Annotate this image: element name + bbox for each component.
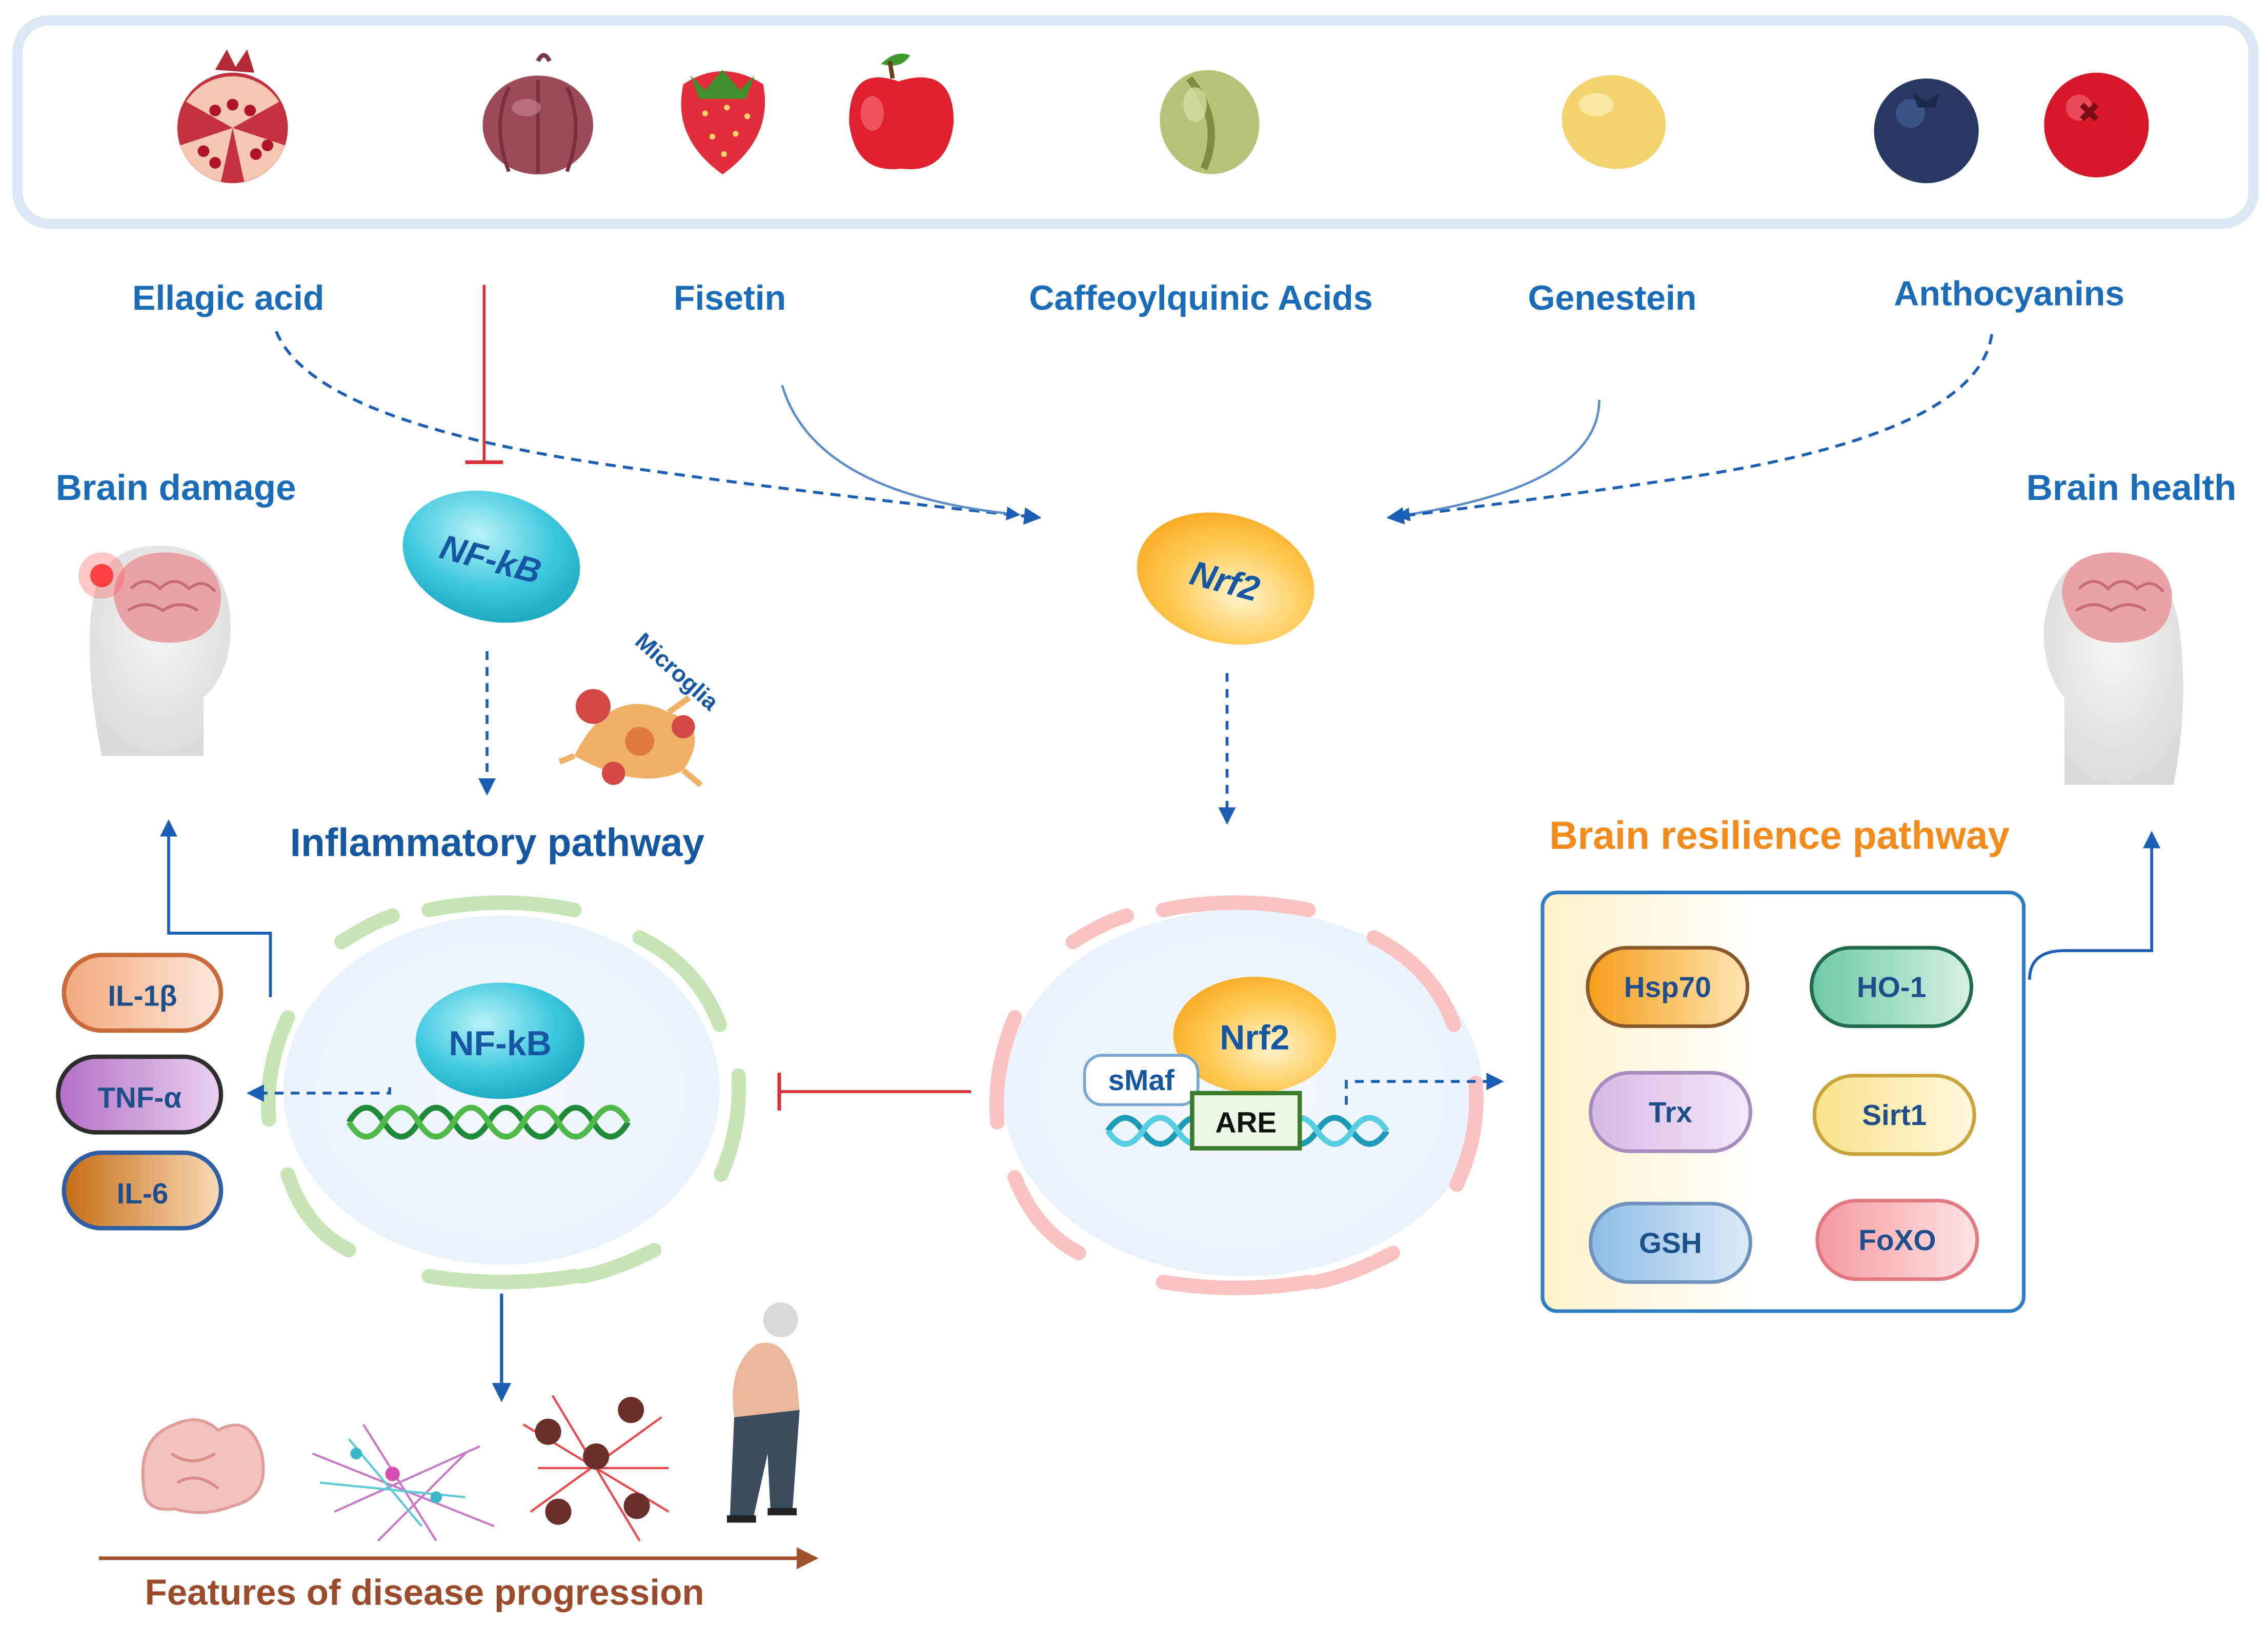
anthocyanins-to-nrf2-arrow: [1386, 334, 1993, 525]
tnfa-pill: TNF-α: [56, 1054, 224, 1135]
smaf-label: sMaf: [1108, 1064, 1174, 1097]
are-label: ARE: [1216, 1107, 1277, 1139]
disease-progression-label: Features of disease progression: [145, 1573, 704, 1613]
brain-health-head-icon: [2043, 552, 2183, 785]
nucleus-nrf2-label: Nrf2: [1220, 1018, 1289, 1057]
strawberry-icon: [681, 70, 765, 175]
gsh-pill: GSH: [1588, 1201, 1752, 1284]
compound-labels: Ellagic acid Fisetin Caffeoylquinic Acid…: [132, 274, 2124, 317]
nrf2-cytoplasm: Nrf2: [1137, 512, 1314, 645]
inflammatory-pathway-title: Inflammatory pathway: [290, 821, 705, 865]
cranberry-icon: [2044, 72, 2149, 177]
il6-pill: IL-6: [62, 1150, 224, 1231]
soybean-icon: [1562, 75, 1666, 169]
brain-health-label: Brain health: [2027, 468, 2237, 508]
brain-section-icon: [141, 1418, 265, 1514]
trx-pill: Trx: [1588, 1071, 1752, 1153]
food-sources-panel: [12, 15, 2259, 229]
cytokine-list: IL-1β TNF-α IL-6: [56, 953, 224, 1231]
svg-text:GSH: GSH: [1639, 1228, 1702, 1260]
brain-damage-head-icon: [78, 546, 231, 756]
disease-progression-icons: [141, 1302, 800, 1542]
ellagic-to-nrf2-arrow: [275, 331, 1042, 525]
inhibition-arrow-to-nfkb: [465, 285, 503, 465]
resilience-pathway-title: Brain resilience pathway: [1549, 814, 2010, 858]
microglia-label: Microglia: [630, 628, 724, 716]
inflammation-to-brain-damage-arrow: [159, 819, 272, 997]
il1b-pill: IL-1β: [62, 953, 224, 1033]
ho1-pill: HO-1: [1809, 946, 1974, 1028]
resilience-nucleus: Nrf2 sMaf ARE: [989, 895, 1504, 1295]
nfkb-cytoplasm: NF-kB: [402, 490, 580, 623]
label-genestein: Genestein: [1528, 278, 1697, 317]
label-caffeoylquinic-acids: Caffeoylquinic Acids: [1029, 278, 1372, 317]
microglia-icon: [558, 689, 703, 788]
blueberry-icon: [1874, 78, 1979, 184]
coffee-bean-icon: [1160, 70, 1260, 174]
svg-text:IL-6: IL-6: [117, 1178, 169, 1210]
inflammatory-nucleus: NF-kB: [246, 895, 746, 1290]
resilience-gene-box: Hsp70 HO-1 Trx Sirt1 GSH FoXO: [1541, 891, 2026, 1313]
svg-text:Trx: Trx: [1649, 1096, 1693, 1129]
are-to-genes-arrow: [1345, 1073, 1504, 1105]
genestein-to-nrf2-arrow: [1395, 399, 1601, 521]
amyloid-plaques-icon: [522, 1395, 670, 1542]
nrf2-inhibits-nfkb-line: [777, 1073, 971, 1111]
label-fisetin: Fisetin: [674, 278, 786, 317]
label-ellagic-acid: Ellagic acid: [132, 278, 324, 317]
dna-helix-left: [346, 1104, 631, 1140]
svg-text:TNF-α: TNF-α: [97, 1082, 181, 1114]
sirt1-pill: Sirt1: [1812, 1074, 1976, 1156]
fisetin-to-nrf2-arrow: [781, 385, 1021, 520]
nfkb-to-cytokines-arrow: [246, 1084, 391, 1102]
apple-icon: [849, 53, 954, 169]
svg-text:FoXO: FoXO: [1858, 1224, 1936, 1257]
neuron-network-icon: [312, 1423, 495, 1542]
onion-icon: [482, 53, 594, 175]
pomegranate-icon: [177, 49, 288, 184]
compound-connectors: [275, 285, 1993, 525]
hsp70-pill: Hsp70: [1586, 946, 1750, 1028]
label-anthocyanins: Anthocyanins: [1894, 274, 2124, 313]
svg-text:HO-1: HO-1: [1857, 972, 1926, 1004]
elderly-person-icon: [726, 1302, 800, 1523]
resilience-to-brain-health-arrow: [2028, 831, 2161, 980]
brain-damage-label: Brain damage: [56, 468, 296, 508]
nucleus-nfkb-label: NF-kB: [449, 1024, 551, 1063]
svg-text:IL-1β: IL-1β: [108, 980, 177, 1013]
svg-text:Sirt1: Sirt1: [1862, 1099, 1927, 1132]
foxo-pill: FoXO: [1815, 1199, 1979, 1281]
svg-text:Hsp70: Hsp70: [1624, 972, 1711, 1004]
